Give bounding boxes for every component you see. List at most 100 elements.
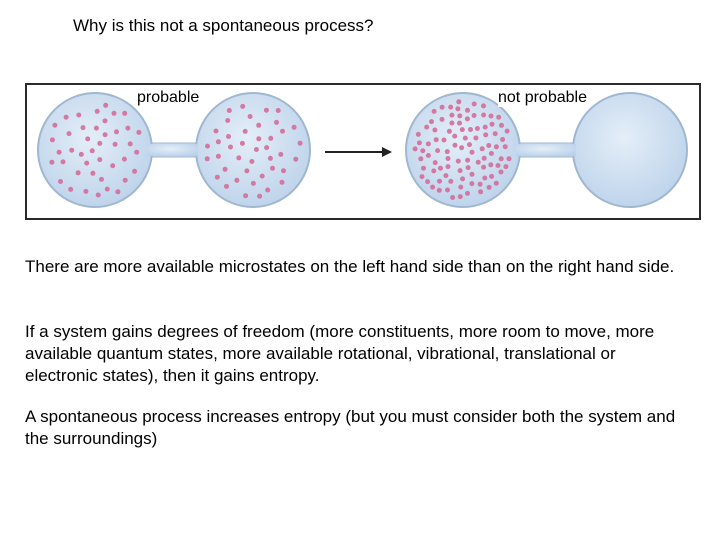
gas-particle [465,108,470,113]
gas-particle [224,184,229,189]
gas-particle [49,160,54,165]
gas-particle [90,171,95,176]
gas-particle [448,179,453,184]
gas-particle [467,142,472,147]
gas-particle [421,166,426,171]
gas-particle [458,185,463,190]
gas-particle [478,182,483,187]
gas-particle [481,165,486,170]
gas-particle [503,164,508,169]
gas-particle [52,123,57,128]
gas-particle [481,103,486,108]
gas-particle [493,131,498,136]
gas-particle [448,105,453,110]
gas-particle [281,168,286,173]
gas-particle [488,162,493,167]
gas-particle [216,139,221,144]
gas-particle [494,144,499,149]
left-apparatus [38,93,310,207]
gas-particle [136,130,141,135]
gas-particle [453,143,458,148]
gas-particle [94,126,99,131]
gas-particle [68,187,73,192]
arrow-head [382,147,392,157]
gas-particle [69,148,74,153]
gas-particle [440,105,445,110]
gas-particle [446,156,451,161]
gas-particle [58,179,63,184]
gas-particle [455,106,460,111]
gas-particle [76,170,81,175]
gas-particle [257,194,262,199]
gas-particle [473,136,478,141]
gas-particle [95,109,100,114]
gas-particle [426,141,431,146]
gas-particle [270,166,275,171]
gas-particle [503,144,508,149]
gas-particle [122,111,127,116]
left-bulb-b [196,93,310,207]
gas-particle [420,174,425,179]
gas-particle [264,108,269,113]
gas-particle [487,185,492,190]
gas-particle [205,156,210,161]
gas-particle [449,113,454,118]
gas-particle [64,115,69,120]
gas-particle [128,141,133,146]
gas-particle [489,151,494,156]
gas-particle [431,168,436,173]
gas-particle [435,148,440,153]
gas-particle [234,178,239,183]
gas-particle [434,137,439,142]
gas-particle [268,156,273,161]
gas-particle [103,103,108,108]
gas-particle [274,120,279,125]
gas-particle [460,127,465,132]
right-bulb-empty [573,93,687,207]
gas-particle [115,189,120,194]
right-apparatus [406,93,687,207]
gas-particle [496,115,501,120]
gas-particle [459,145,464,150]
gas-particle [50,137,55,142]
gas-particle [418,156,423,161]
gas-particle [240,141,245,146]
gas-particle [499,123,504,128]
gas-particle [432,109,437,114]
gas-particle [457,121,462,126]
gas-particle [110,163,115,168]
gas-particle [483,132,488,137]
gas-particle [496,163,501,168]
gas-particle [97,157,102,162]
gas-particle [437,179,442,184]
gas-particle [67,131,72,136]
gas-particle [426,153,431,158]
gas-particle [280,129,285,134]
gas-particle [113,142,118,147]
gas-particle [465,116,470,121]
gas-particle [458,194,463,199]
gas-particle [264,145,269,150]
gas-particle [251,181,256,186]
gas-particle [499,156,504,161]
gas-particle [490,122,495,127]
gas-particle [105,187,110,192]
gas-particle [458,168,463,173]
gas-particle [132,169,137,174]
gas-particle [223,167,228,172]
gas-particle [430,185,435,190]
paragraph-degrees-of-freedom: If a system gains degrees of freedom (mo… [25,321,685,387]
gas-particle [76,113,81,118]
gas-particle [505,129,510,134]
gas-particle [480,146,485,151]
gas-particle [465,191,470,196]
left-tube-inner [148,144,198,156]
gas-particle [227,108,232,113]
gas-particle [475,126,480,131]
gas-particle [226,134,231,139]
gas-particle [103,132,108,137]
gas-particle [84,161,89,166]
gas-particle [499,170,504,175]
gas-particle [481,113,486,118]
gas-particle [489,174,494,179]
